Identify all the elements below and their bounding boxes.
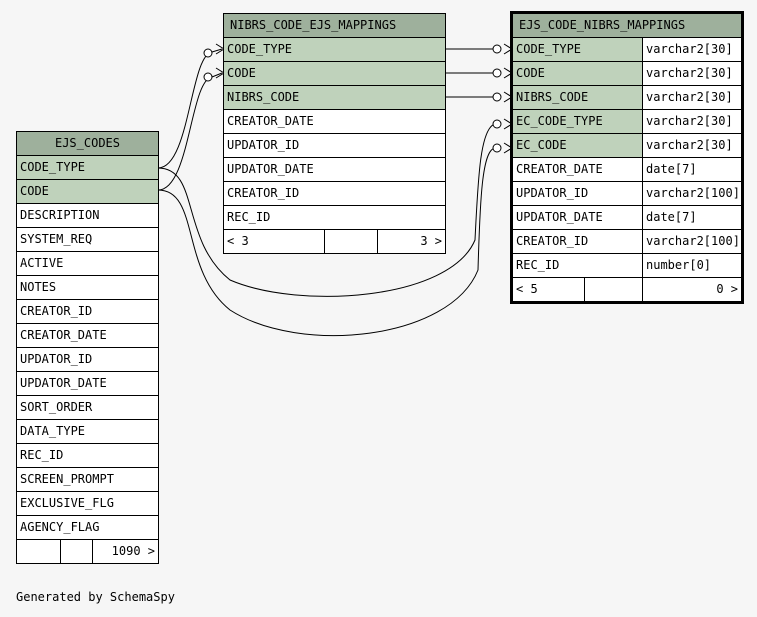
column-type: date[7] — [646, 210, 697, 224]
optional-marker — [492, 44, 502, 54]
footer-children-count[interactable]: 3 > — [420, 234, 442, 248]
footer-children-count[interactable]: 0 > — [716, 282, 738, 296]
table-footer: < 3 3 > — [224, 229, 445, 253]
column-rec-id[interactable]: REC_ID — [513, 254, 643, 277]
column-type: date[7] — [646, 162, 697, 176]
column-sort-order[interactable]: SORT_ORDER — [20, 400, 93, 414]
column-creator-date[interactable]: CREATOR_DATE — [513, 158, 643, 181]
column-creator-date[interactable]: CREATOR_DATE — [20, 328, 107, 342]
optional-marker — [492, 119, 502, 129]
column-creator-date[interactable]: CREATOR_DATE — [227, 114, 314, 128]
column-updator-date[interactable]: UPDATOR_DATE — [20, 376, 107, 390]
footer-columns-count — [325, 230, 378, 253]
column-updator-date[interactable]: UPDATOR_DATE — [513, 206, 643, 229]
footer-children-count[interactable]: 1090 > — [111, 544, 155, 558]
column-type: varchar2[30] — [646, 114, 733, 128]
column-updator-id[interactable]: UPDATOR_ID — [20, 352, 93, 366]
relation-line — [157, 147, 496, 337]
column-rec-id[interactable]: REC_ID — [20, 448, 64, 462]
column-data-type[interactable]: DATA_TYPE — [20, 424, 86, 438]
footer-columns-count — [585, 278, 643, 301]
column-type: varchar2[100] — [646, 186, 740, 200]
column-creator-id[interactable]: CREATOR_ID — [513, 230, 643, 253]
column-type: varchar2[30] — [646, 66, 733, 80]
column-exclusive-flg[interactable]: EXCLUSIVE_FLG — [20, 496, 114, 510]
relation-line — [157, 123, 496, 297]
column-ec-code[interactable]: EC_CODE — [513, 134, 643, 157]
footer-columns-count — [61, 540, 93, 563]
column-agency-flag[interactable]: AGENCY_FLAG — [20, 520, 100, 534]
column-code-type[interactable]: CODE_TYPE — [513, 38, 643, 61]
column-type: varchar2[100] — [646, 234, 740, 248]
optional-marker — [492, 143, 502, 153]
column-code-type[interactable]: CODE_TYPE — [20, 160, 86, 174]
column-type: varchar2[30] — [646, 138, 733, 152]
column-notes[interactable]: NOTES — [20, 280, 57, 294]
column-creator-id[interactable]: CREATOR_ID — [20, 304, 93, 318]
column-rec-id[interactable]: REC_ID — [227, 210, 271, 224]
column-updator-id[interactable]: UPDATOR_ID — [227, 138, 300, 152]
optional-marker — [492, 92, 502, 102]
generated-by-caption: Generated by SchemaSpy — [16, 590, 175, 604]
column-code[interactable]: CODE — [513, 62, 643, 85]
footer-parents-count[interactable]: < 3 — [224, 230, 325, 253]
column-code[interactable]: CODE — [20, 184, 49, 198]
column-ec-code-type[interactable]: EC_CODE_TYPE — [513, 110, 643, 133]
column-type: varchar2[30] — [646, 90, 733, 104]
footer-parents-count[interactable]: < 5 — [513, 278, 585, 301]
optional-marker — [203, 48, 213, 58]
table-ejs-codes[interactable]: EJS_CODES CODE_TYPE CODE DESCRIPTION SYS… — [16, 131, 159, 564]
column-screen-prompt[interactable]: SCREEN_PROMPT — [20, 472, 114, 486]
table-title[interactable]: EJS_CODES — [17, 132, 158, 155]
optional-marker — [492, 68, 502, 78]
table-title[interactable]: EJS_CODE_NIBRS_MAPPINGS — [513, 14, 741, 37]
relation-line — [157, 72, 223, 191]
relation-line — [157, 48, 223, 169]
table-nibrs-code-ejs-mappings[interactable]: NIBRS_CODE_EJS_MAPPINGS CODE_TYPE CODE N… — [223, 13, 446, 254]
table-title[interactable]: NIBRS_CODE_EJS_MAPPINGS — [224, 14, 445, 37]
column-code[interactable]: CODE — [227, 66, 256, 80]
column-nibrs-code[interactable]: NIBRS_CODE — [513, 86, 643, 109]
column-creator-id[interactable]: CREATOR_ID — [227, 186, 300, 200]
column-system-req[interactable]: SYSTEM_REQ — [20, 232, 93, 246]
column-active[interactable]: ACTIVE — [20, 256, 64, 270]
column-updator-date[interactable]: UPDATOR_DATE — [227, 162, 314, 176]
column-updator-id[interactable]: UPDATOR_ID — [513, 182, 643, 205]
column-description[interactable]: DESCRIPTION — [20, 208, 100, 222]
column-code-type[interactable]: CODE_TYPE — [227, 42, 293, 56]
table-footer: 1090 > — [17, 539, 158, 563]
column-type: number[0] — [646, 258, 712, 272]
column-type: varchar2[30] — [646, 42, 733, 56]
optional-marker — [203, 72, 213, 82]
table-footer: < 5 0 > — [513, 277, 741, 301]
footer-parents-count — [17, 540, 61, 563]
column-nibrs-code[interactable]: NIBRS_CODE — [227, 90, 300, 104]
